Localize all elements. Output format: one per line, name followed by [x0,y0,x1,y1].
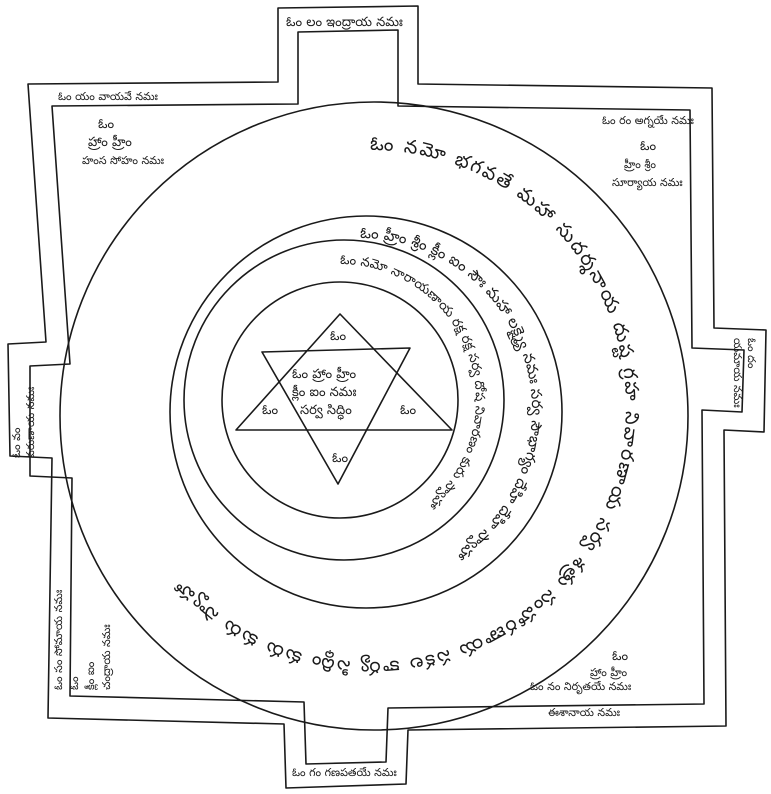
corner-top-right-line-2: హ్రీం శ్రీం [623,158,656,172]
gate-left-text-1: ఓం వం [10,427,23,458]
corner-top-right-title: ఓం రం అగ్నయే నమః [602,114,694,128]
inner-ring-textpath: ఓం నమో నారాయణాయ రక్ష రక్ష సర్వ దోష నివార… [340,253,488,512]
corner-top-left-title: ఓం యం వాయవే నమః [58,90,158,103]
corner-top-right-line-1: ఓం [640,139,657,154]
triangle-apex-label: ఓం [330,329,347,344]
gate-top-text: ఓం లం ఇంద్రాయ నమః [286,15,403,30]
triangle-center-line-2: క్లీం ఐం నమః [291,384,356,401]
triangle-left-label: ఓం [262,403,279,418]
corner-top-left-line-1: ఓం [98,117,115,132]
corner-bottom-right-title: ఓం నం నిరృతయే నమః [530,680,631,695]
gate-right-text-1: ఓం దం [745,338,758,369]
third-circle [184,240,504,560]
corner-bottom-right-line-2: హ్రాం హ్రీం [589,666,627,680]
triangle-center-line-1: ఓం హ్రాం హ్రీం [292,366,357,382]
corner-bottom-left-title: ఓం సం సోమాయ నమః [52,590,65,690]
gate-left-text-2: వరుణాయ నమః [24,387,37,458]
gate-right-text-2: యమాయ నమః [731,338,744,408]
gate-right-group: ఓం దం యమాయ నమః [731,338,758,408]
corner-bottom-left-line-1: ఓం [68,676,81,690]
corner-bottom-right-line-3: ఈశానాయ నమః [548,706,620,719]
corner-bottom-left-line-3: చంద్రాయ నమః [100,624,114,690]
corner-top-right-line-3: సూర్యాయ నమః [612,176,683,191]
triangle-bottom-label: ఓం [332,451,349,466]
corner-top-left-line-3: హంస సోహం నమః [82,154,164,167]
inner-ring-text: ఓం నమో నారాయణాయ రక్ష రక్ష సర్వ దోష నివార… [340,253,488,512]
triangle-center-line-3: సర్వ సిద్ధిం [300,403,352,421]
gate-left-group: ఓం వం వరుణాయ నమః [10,387,37,458]
corner-top-left-line-2: హ్రాం హ్రీం [87,134,132,150]
corner-bottom-left-group: ఓం సం సోమాయ నమః ఓం క్లీం ఐం చంద్రాయ నమః [52,590,114,690]
corner-bottom-right-line-1: ఓం [612,649,629,664]
corner-bottom-left-line-2: క్లీం ఐం [84,661,99,690]
triangle-right-label: ఓం [400,403,417,418]
gate-bottom-text: ఓం గం గణపతయే నమః [292,766,397,779]
